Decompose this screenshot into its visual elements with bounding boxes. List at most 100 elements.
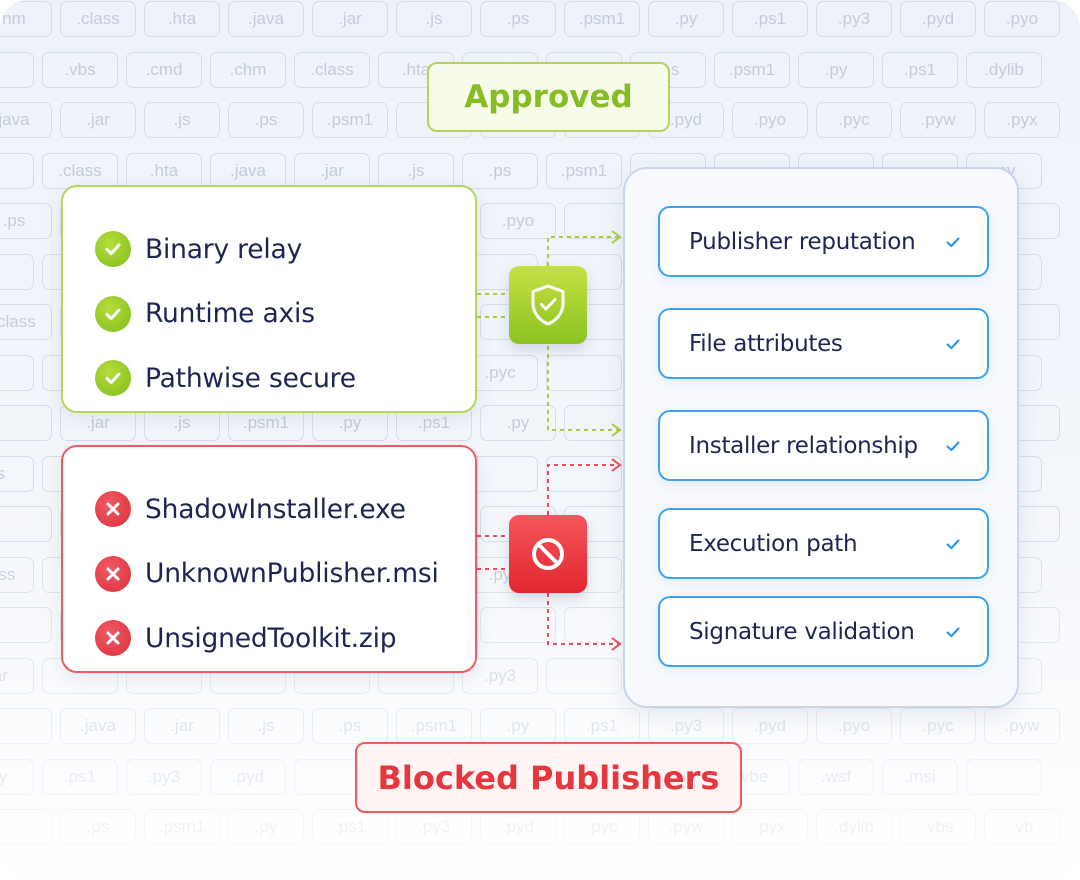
- extension-tile: .msi: [882, 758, 958, 795]
- extension-tile: .pyd: [732, 708, 808, 744]
- extension-tile: .jar: [312, 1, 388, 37]
- extension-tile: .pyo: [480, 203, 556, 239]
- approved-list-card: Binary relay Runtime axis Pathwise secur…: [61, 185, 477, 413]
- x-circle-icon: [95, 491, 131, 528]
- extension-tile: .pyc: [564, 809, 640, 845]
- criterion-execution-path: Execution path: [658, 508, 989, 579]
- check-icon: [946, 236, 960, 247]
- check-circle-icon: [95, 231, 131, 268]
- extension-tile: .py: [648, 1, 724, 37]
- approved-item-label: Binary relay: [145, 233, 303, 265]
- extension-tile: .py3: [126, 758, 202, 795]
- criterion-file-attributes: File attributes: [658, 308, 989, 379]
- check-icon: [946, 440, 960, 451]
- extension-tile: .psm1: [714, 51, 790, 88]
- approved-item-label: Pathwise secure: [145, 362, 356, 394]
- blocked-publishers-label: Blocked Publishers: [355, 742, 742, 813]
- extension-tile: .py: [480, 405, 556, 441]
- blocked-item: UnknownPublisher.msi: [95, 542, 465, 607]
- extension-tile: .pyd: [900, 1, 976, 37]
- extension-tile: .dylib: [966, 51, 1042, 88]
- shield-check-badge: [509, 266, 587, 344]
- extension-tile: .vbs: [900, 809, 976, 845]
- extension-tile: .pyw: [648, 809, 724, 845]
- approved-item: Runtime axis: [95, 282, 465, 347]
- extension-tile: .js: [378, 152, 454, 189]
- extension-tile: .java: [210, 152, 286, 189]
- extension-tile: .py: [480, 708, 556, 744]
- extension-tile: [0, 152, 34, 189]
- extension-tile: .pyx: [984, 102, 1060, 138]
- criterion-label: Publisher reputation: [689, 228, 916, 255]
- extension-tile: [0, 506, 52, 542]
- extension-tile: .jar: [60, 102, 136, 138]
- blocked-item-label: ShadowInstaller.exe: [145, 493, 406, 525]
- extension-tile: .pyo: [732, 102, 808, 138]
- extension-tile: [0, 809, 52, 845]
- extension-tile: .dylib: [816, 809, 892, 845]
- blocked-list-card: ShadowInstaller.exe UnknownPublisher.msi…: [61, 445, 477, 673]
- extension-tile: .ps: [0, 203, 52, 239]
- extension-tile: .psm1: [144, 809, 220, 845]
- extension-tile: .jar: [144, 708, 220, 744]
- extension-tile: .pyw: [984, 708, 1060, 744]
- extension-tile: .py3: [648, 708, 724, 744]
- extension-tile: ps: [0, 455, 34, 492]
- criterion-label: Signature validation: [689, 618, 915, 645]
- approved-item: Binary relay: [95, 217, 465, 282]
- extension-tile: .pyx: [732, 809, 808, 845]
- extension-tile: .ps: [462, 152, 538, 189]
- extension-tile: .py: [228, 809, 304, 845]
- extension-tile: .pyc: [900, 708, 976, 744]
- check-icon: [946, 338, 960, 349]
- extension-tile: .hta: [126, 152, 202, 189]
- shield-check-icon: [531, 284, 565, 326]
- extension-tile: [0, 607, 52, 643]
- extension-tile: [546, 657, 622, 694]
- extension-tile: .class: [294, 51, 370, 88]
- criterion-label: File attributes: [689, 330, 843, 357]
- x-circle-icon: [95, 555, 131, 592]
- extension-tile: .cmd: [126, 51, 202, 88]
- extension-tile: .py: [0, 758, 34, 795]
- extension-tile: .py3: [396, 809, 472, 845]
- extension-tile: [0, 253, 34, 290]
- extension-tile: .ps1: [42, 758, 118, 795]
- blocked-item: UnsignedToolkit.zip: [95, 606, 465, 671]
- extension-tile: .ps: [480, 1, 556, 37]
- criterion-installer-relationship: Installer relationship: [658, 410, 989, 481]
- blocked-item-label: UnsignedToolkit.zip: [145, 622, 397, 654]
- extension-tile: [0, 708, 52, 744]
- blocked-item-label: UnknownPublisher.msi: [145, 558, 439, 590]
- extension-tile: .java: [228, 1, 304, 37]
- extension-tile: .vbs: [42, 51, 118, 88]
- extension-tile: .ps: [228, 102, 304, 138]
- check-circle-icon: [95, 360, 131, 397]
- criterion-label: Installer relationship: [689, 432, 918, 459]
- check-icon: [946, 538, 960, 549]
- extension-tile: .hta: [144, 1, 220, 37]
- extension-tile: .class: [60, 1, 136, 37]
- x-circle-icon: [95, 620, 131, 657]
- criterion-signature-validation: Signature validation: [658, 596, 989, 667]
- extension-tile: .java: [60, 708, 136, 744]
- extension-tile: .psm1: [564, 1, 640, 37]
- extension-tile: .pyw: [900, 102, 976, 138]
- extension-tile: .psm1: [546, 152, 622, 189]
- extension-tile: .chm: [210, 51, 286, 88]
- approved-item-label: Runtime axis: [145, 298, 315, 330]
- extension-tile: nm: [0, 1, 52, 37]
- extension-tile: java: [0, 102, 52, 138]
- extension-tile: [480, 607, 556, 643]
- criteria-panel: Publisher reputation File attributes Ins…: [623, 167, 1019, 708]
- extension-tile: .ps1: [732, 1, 808, 37]
- extension-tile: .psm1: [312, 102, 388, 138]
- check-circle-icon: [95, 295, 131, 332]
- extension-tile: .js: [396, 1, 472, 37]
- extension-tile: .ps: [60, 809, 136, 845]
- extension-tile: .py: [798, 51, 874, 88]
- extension-tile: [0, 354, 34, 391]
- approved-label: Approved: [427, 62, 670, 132]
- extension-tile: .js: [144, 102, 220, 138]
- criterion-publisher-reputation: Publisher reputation: [658, 206, 989, 277]
